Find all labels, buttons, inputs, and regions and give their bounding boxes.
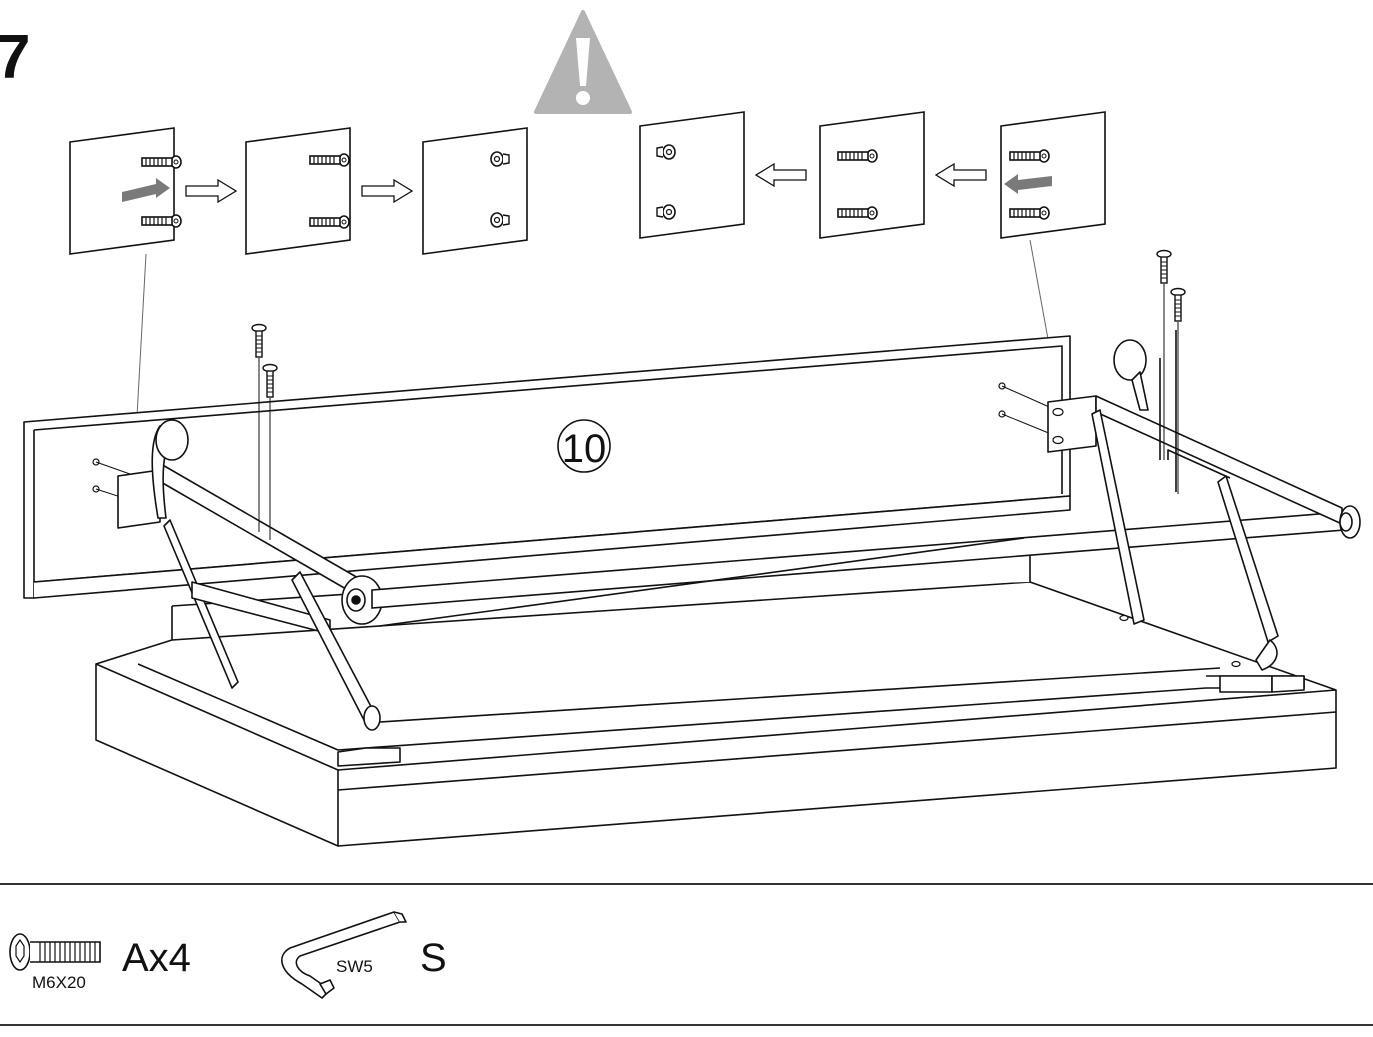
panel-holes <box>92 382 1006 493</box>
allen-key-icon <box>281 911 407 999</box>
arrow-left-icon <box>934 162 987 188</box>
detail-panel-5 <box>819 111 925 239</box>
allen-key-size-label: SW5 <box>336 957 373 976</box>
detail-panel-3 <box>422 127 528 255</box>
part-number: 10 <box>562 427 607 471</box>
panel-10 <box>23 335 1071 599</box>
lift-mechanism-left <box>117 419 383 731</box>
lift-mechanism-right <box>1047 330 1361 671</box>
bed-base <box>95 547 1337 847</box>
detail-panel-1 <box>69 127 182 255</box>
arrow-right-icon <box>361 178 414 204</box>
bolt-size-label: M6X20 <box>32 973 86 992</box>
bolt-icon <box>9 933 101 971</box>
bolt-quantity-label: Ax4 <box>122 936 191 980</box>
step-number: 7 <box>0 23 30 92</box>
detail-panel-4 <box>639 111 745 239</box>
part-number-badge <box>557 419 611 473</box>
detail-panel-6 <box>1000 111 1106 239</box>
arrow-right-icon <box>185 178 238 204</box>
arrow-left-icon <box>754 162 807 188</box>
vertical-bolts <box>251 249 1186 540</box>
warning-triangle-icon <box>534 10 632 114</box>
allen-key-quantity-label: S <box>420 936 447 980</box>
detail-panel-2 <box>245 127 351 255</box>
